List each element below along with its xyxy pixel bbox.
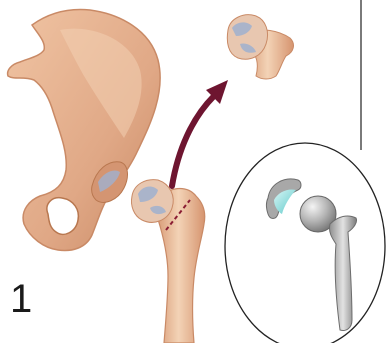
femur	[131, 180, 204, 343]
removal-arrow	[172, 80, 228, 186]
step-number: 1	[10, 279, 32, 319]
implant-inset	[225, 143, 385, 343]
removed-femoral-head	[227, 15, 293, 79]
